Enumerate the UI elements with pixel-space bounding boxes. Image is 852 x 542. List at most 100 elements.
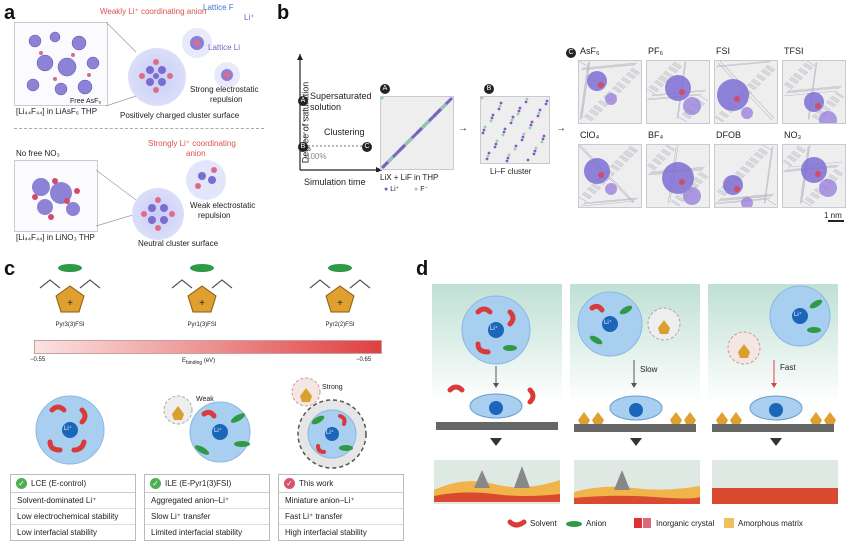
anion-sim-label: AsF₆ [580,46,600,56]
b-xlabel: Simulation time [304,177,366,187]
strong-repulsion-1: Strong electrostatic [190,85,259,94]
asf6-anion-2 [214,62,240,88]
anion-sim-box [578,60,642,124]
anion-sim-cell: FSI [714,46,778,126]
sim-a-marker: A [380,84,390,94]
comparison-box-header: ✓ILE (E-Pyr1(3)FSI) [145,475,269,493]
cation-structure: + Pyr3(3)FSI [34,262,106,332]
panel-label-d: d [416,258,429,280]
strongly-anion-2: anion [186,149,206,158]
legend-inorganic: Inorganic crystal [656,519,715,528]
strongly-anion-1: Strongly Li⁺ coordinating [148,139,236,148]
grid-c-marker: C [566,48,576,58]
asf6-caption: [Li₄₄F₄₄] in LiAsF₆ THP [16,107,98,116]
comparison-box-line: Solvent-dominated Li⁺ [11,493,135,509]
anion-sim-box [714,60,778,124]
scale-label: Ebinding (eV) [182,358,216,367]
anion-sim-box [782,60,846,124]
b-marker-c: C [362,142,372,152]
weak-repulsion-2: repulsion [198,211,231,220]
cation-label: Pyr3(3)FSI [55,322,85,328]
anion-sim-box [578,144,642,208]
d-li-2: Li⁺ [604,320,612,326]
li-label-this-work: Li⁺ [326,430,334,436]
sim-box-supersaturated [380,96,454,170]
svg-text:+: + [337,298,343,309]
anion-sim-cell: DFOB [714,130,778,210]
anion-sim-cell: AsF₆ [578,46,642,126]
li-plus-label: Li⁺ [244,13,255,22]
panel-a-divider [14,128,264,129]
cation-label: Pyr1(3)FSI [187,322,217,328]
legend-anion: Anion [586,519,607,528]
anion-sim-box [782,144,846,208]
free-asf6-label: Free AsF₆ [70,98,102,105]
anion-sim-box [646,144,710,208]
comparison-box-line: Slow Li⁺ transfer [145,509,269,525]
check-icon: ✓ [284,478,295,489]
panel-label-c: c [4,258,16,280]
anion-sim-cell: NO₃ [782,130,846,210]
comparison-box: ✓ILE (E-Pyr1(3)FSI)Aggregated anion–Li⁺S… [144,474,270,541]
no-free-no3-label: No free NO₃ [16,149,60,158]
panel-label-a: a [4,2,16,24]
lattice-f-label: Lattice F [203,3,234,12]
cluster-image-asf6 [14,22,108,106]
svg-text:+: + [67,298,73,309]
legend-f-label: ● F⁻ [414,186,429,193]
binding-energy-bar [34,340,382,354]
li-label-ile: Li⁺ [214,428,222,434]
zoom-lines-top [105,21,146,112]
supersaturated-2: solution [310,102,342,112]
b-marker-b: B [298,142,308,152]
arrow-a-b: → [458,123,468,134]
comparison-box-header: ✓ LCE (E-control) [11,475,135,493]
check-icon: ✓ [16,478,27,489]
legend-solvent: Solvent [530,519,557,528]
zoom-lines-bottom [95,169,140,230]
cluster-image-no3 [14,160,98,232]
comparison-box-line: Low electrochemical stability [11,509,135,525]
scale-min: −0.55 [30,357,46,363]
cation-row: + Pyr3(3)FSI + Pyr1(3)FSI + Pyr2(2)FSI [14,262,404,332]
positive-cluster [128,48,186,106]
legend-li-label: ● Li⁺ [384,186,400,193]
no3-anion-cluster [186,160,226,200]
comparison-box-title: This work [299,479,334,488]
anion-sim-label: TFSI [784,46,804,56]
scale-bar [828,220,844,222]
comparison-box-header: ✓ This work [279,475,403,493]
svg-text:+: + [199,298,205,309]
comparison-box-line: Aggregated anion–Li⁺ [145,493,269,509]
weakly-anion-label: Weakly Li⁺ coordinating anion [100,7,207,16]
anion-sim-label: NO₃ [784,130,802,140]
anion-sim-label: ClO₄ [580,130,600,140]
asf6-anion-1 [182,28,212,58]
check-icon: ✓ [150,478,161,489]
legend-amorphous: Amorphous matrix [738,519,803,528]
slow-label: Slow [640,365,658,374]
d-li-1: Li⁺ [490,326,498,332]
b-marker-a: A [298,96,308,106]
li-label-lce: Li⁺ [64,426,72,432]
anion-sim-box [714,144,778,208]
comparison-box-title: LCE (E-control) [31,479,87,488]
d-diagram [434,285,838,528]
no3-caption: [Li₄₄F₄₄] in LiNO₃ THP [16,233,95,242]
sim-b-caption: Li–F cluster [490,167,532,176]
strong-repulsion-2: repulsion [210,95,243,104]
comparison-box-line: Miniature anion–Li⁺ [279,493,403,509]
arrow-b-c: → [556,123,566,134]
neutral-surface-label: Neutral cluster surface [138,239,219,248]
positive-surface-label: Positively charged cluster surface [120,111,240,120]
anion-sim-cell: BF₄ [646,130,710,210]
scale-max: −0.65 [356,357,372,363]
comparison-box-line: Limited interfacial stability [151,528,243,537]
anion-sim-label: DFOB [716,130,742,140]
strong-label: Strong [322,384,343,391]
comparison-box-line: Fast Li⁺ transfer [279,509,403,525]
anion-sim-label: BF₄ [648,130,664,140]
sim-box-cluster [480,96,550,164]
